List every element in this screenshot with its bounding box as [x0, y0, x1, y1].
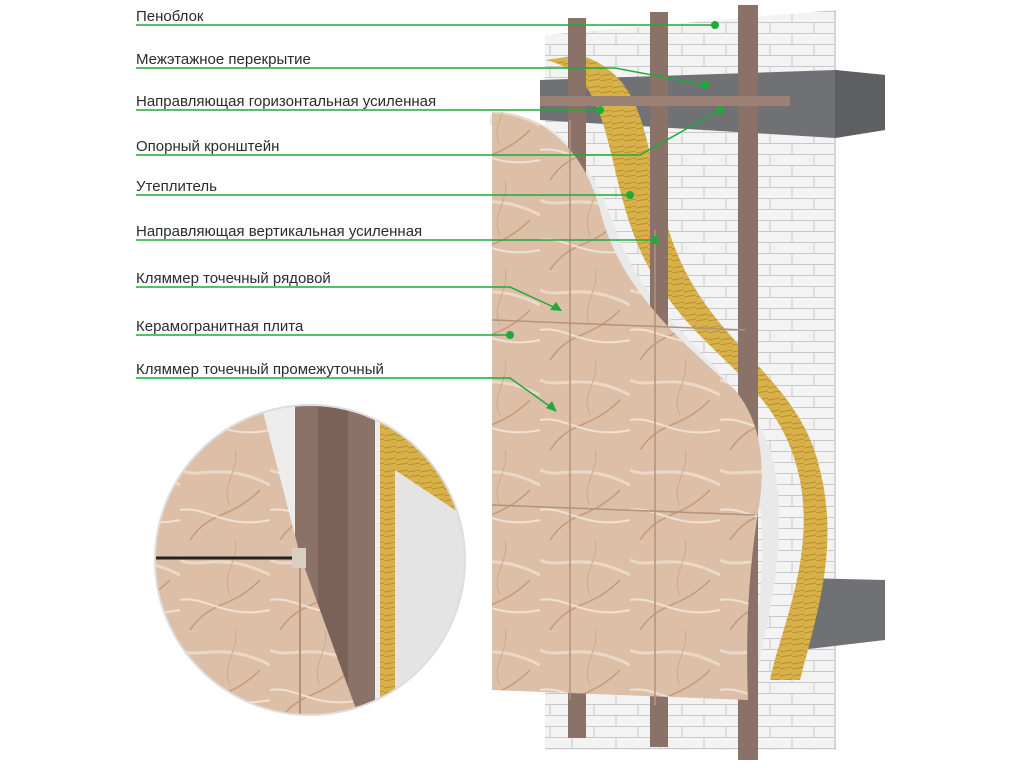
label-intermediate-clamp: Кляммер точечный промежуточный	[136, 361, 384, 378]
leader-lines	[136, 24, 721, 411]
leader-end-dots	[506, 21, 724, 339]
magnifier-ring	[154, 404, 466, 716]
label-insulation: Утеплитель	[136, 178, 217, 195]
label-support-bracket: Опорный кронштейн	[136, 138, 280, 155]
label-vertical-guide: Направляющая вертикальная усиленная	[136, 223, 423, 240]
label-floor-slab: Межэтажное перекрытие	[136, 51, 311, 68]
detail-magnifier	[155, 405, 465, 715]
horizontal-guide-rail	[540, 96, 790, 106]
label-porcelain-tile: Керамогранитная плита	[136, 318, 304, 335]
label-row-clamp: Кляммер точечный рядовой	[136, 270, 331, 287]
label-foam-block: Пеноблок	[136, 8, 204, 25]
porcelain-tiles	[491, 111, 762, 705]
insulation-layer	[545, 55, 828, 680]
label-horizontal-guide: Направляющая горизонтальная усиленная	[136, 93, 437, 110]
leader-arrowheads	[546, 302, 562, 412]
